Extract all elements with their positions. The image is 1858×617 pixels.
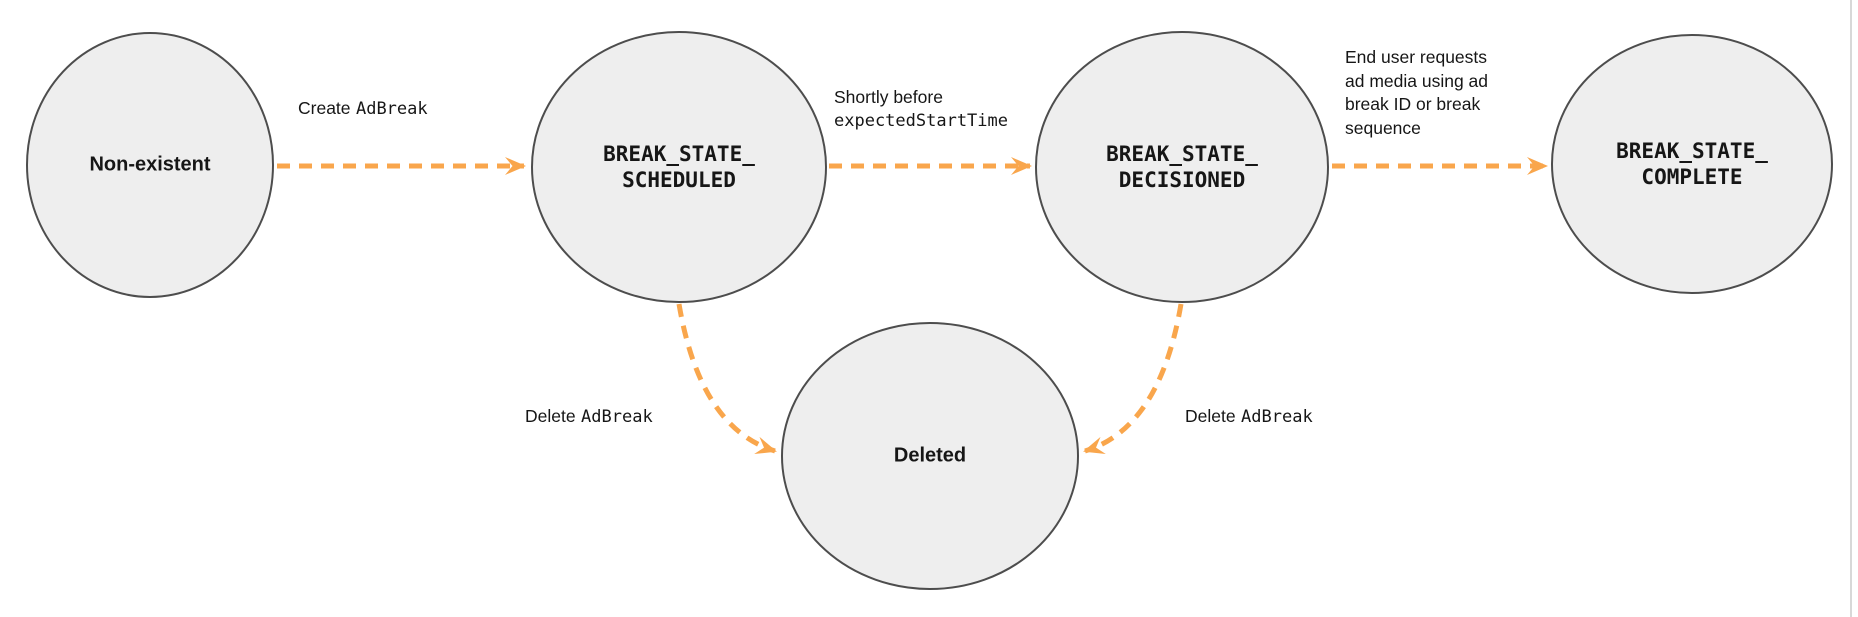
transition-label-text: ad media using ad xyxy=(1345,70,1489,91)
transition-label-code: AdBreak xyxy=(581,407,653,427)
state-label-decisioned: BREAK_STATE_ DECISIONED xyxy=(1106,141,1258,193)
state-label-line: DECISIONED xyxy=(1118,168,1246,192)
state-label-non-existent: Non-existent xyxy=(89,153,211,176)
transition-label-text: End user requests xyxy=(1345,47,1488,67)
transition-delete-left-arrow xyxy=(676,303,777,455)
state-label-line: BREAK_STATE_ xyxy=(1106,142,1258,166)
state-label-line: COMPLETE xyxy=(1641,165,1743,189)
transition-label-text: break ID or break xyxy=(1345,94,1481,114)
state-node-decisioned xyxy=(1035,31,1329,303)
transition-delete-right-arrow xyxy=(1083,303,1184,455)
state-node-non-existent xyxy=(26,32,274,298)
state-label-line: BREAK_STATE_ xyxy=(1616,139,1768,163)
state-label-line: SCHEDULED xyxy=(622,168,736,192)
state-label-complete: BREAK_STATE_ COMPLETE xyxy=(1616,138,1768,190)
transition-label-code: expectedStartTime xyxy=(834,110,1008,131)
state-label-deleted: Deleted xyxy=(893,444,967,467)
state-label-scheduled: BREAK_STATE_ SCHEDULED xyxy=(603,141,755,193)
state-node-scheduled xyxy=(531,31,827,303)
transition-label-text: Delete xyxy=(1185,406,1236,426)
transition-label-code: AdBreak xyxy=(1241,407,1313,427)
transition-label-code: AdBreak xyxy=(355,99,428,119)
transition-label-text: sequence xyxy=(1345,117,1421,138)
state-node-complete xyxy=(1551,34,1833,294)
transition-label-text: Delete xyxy=(525,406,576,426)
transition-label-text: Create xyxy=(298,98,351,118)
state-label-line: BREAK_STATE_ xyxy=(603,142,755,166)
transition-label-shortly-before: Shortly before expectedStartTime xyxy=(834,86,1008,133)
transition-label-end-user: End user requests ad media using ad brea… xyxy=(1345,46,1488,140)
state-node-deleted xyxy=(781,322,1079,590)
transition-label-text: Shortly before xyxy=(834,87,943,107)
